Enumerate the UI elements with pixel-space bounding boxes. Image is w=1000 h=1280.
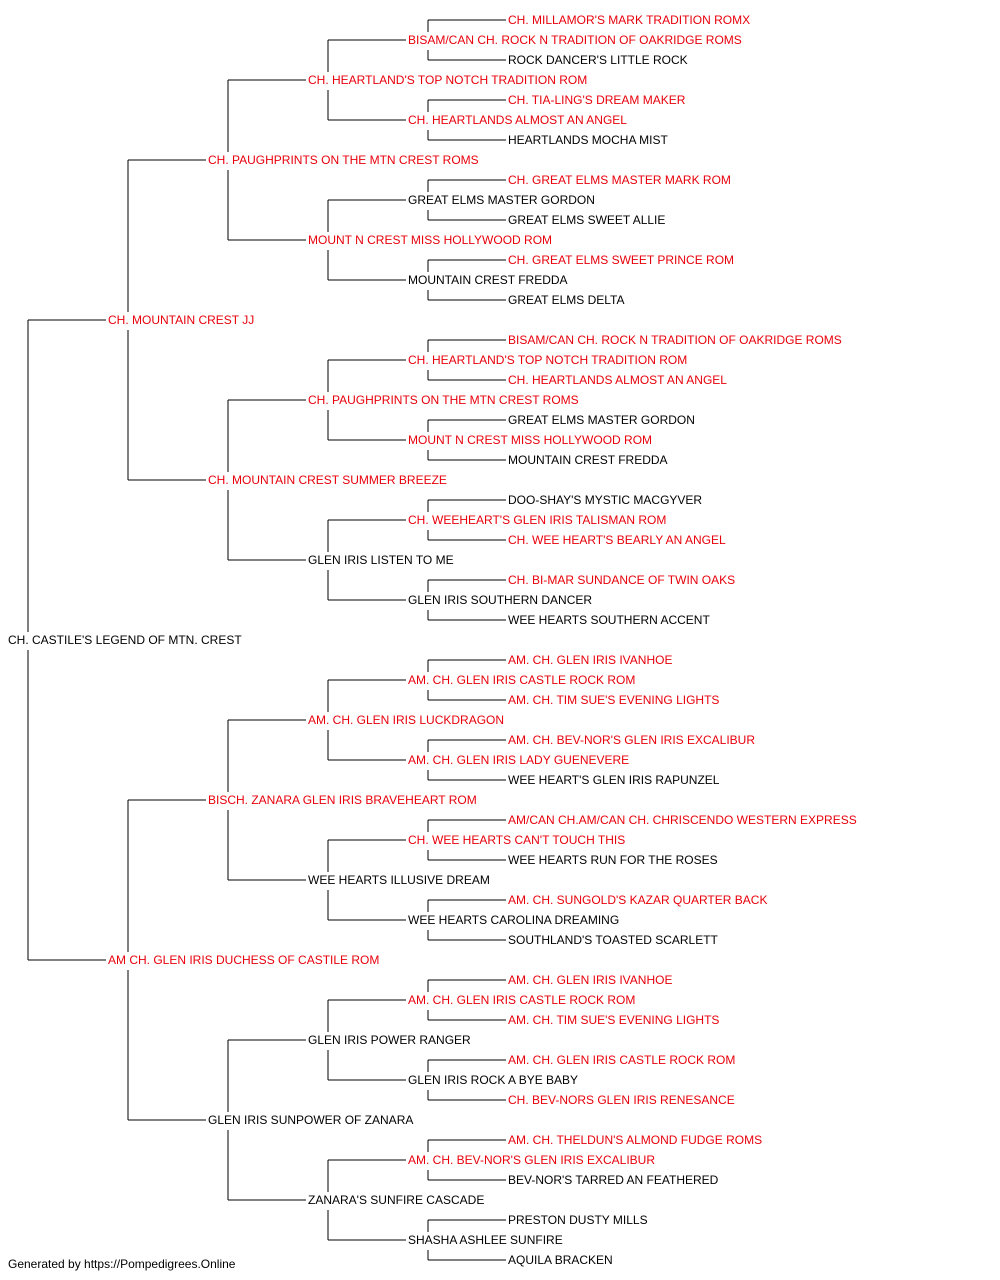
ancestor-name: MOUNTAIN CREST FREDDA [508, 453, 668, 467]
ancestor-name: WEE HEART'S GLEN IRIS RAPUNZEL [508, 773, 720, 787]
ancestor-name: GLEN IRIS LISTEN TO ME [308, 553, 454, 567]
ancestor-name: AM/CAN CH.AM/CAN CH. CHRISCENDO WESTERN … [508, 813, 857, 827]
ancestor-name: AM. CH. GLEN IRIS LADY GUENEVERE [408, 753, 629, 767]
ancestor-name: CH. WEE HEARTS CAN'T TOUCH THIS [408, 833, 625, 847]
ancestor-name: GLEN IRIS ROCK A BYE BABY [408, 1073, 578, 1087]
ancestor-name: CH. GREAT ELMS SWEET PRINCE ROM [508, 253, 734, 267]
ancestor-name: MOUNT N CREST MISS HOLLYWOOD ROM [408, 433, 652, 447]
ancestor-name: CH. WEEHEART'S GLEN IRIS TALISMAN ROM [408, 513, 666, 527]
ancestor-name: WEE HEARTS CAROLINA DREAMING [408, 913, 619, 927]
generated-by-footer: Generated by https://Pompedigrees.Online [8, 1257, 236, 1271]
ancestor-name: AM. CH. GLEN IRIS IVANHOE [508, 973, 672, 987]
ancestor-name: GREAT ELMS DELTA [508, 293, 624, 307]
ancestor-name: CH. HEARTLAND'S TOP NOTCH TRADITION ROM [308, 73, 587, 87]
ancestor-name: CH. HEARTLANDS ALMOST AN ANGEL [508, 373, 727, 387]
ancestor-name: AM. CH. GLEN IRIS CASTLE ROCK ROM [508, 1053, 735, 1067]
ancestor-name: ZANARA'S SUNFIRE CASCADE [308, 1193, 484, 1207]
ancestor-name: BISAM/CAN CH. ROCK N TRADITION OF OAKRID… [508, 333, 842, 347]
ancestor-name: AQUILA BRACKEN [508, 1253, 613, 1267]
ancestor-name: AM. CH. GLEN IRIS CASTLE ROCK ROM [408, 673, 635, 687]
ancestor-name: BEV-NOR'S TARRED AN FEATHERED [508, 1173, 719, 1187]
ancestor-name: AM. CH. SUNGOLD'S KAZAR QUARTER BACK [508, 893, 767, 907]
ancestor-name: GLEN IRIS POWER RANGER [308, 1033, 471, 1047]
ancestor-name: CH. MILLAMOR'S MARK TRADITION ROMX [508, 13, 750, 27]
ancestor-name: MOUNT N CREST MISS HOLLYWOOD ROM [308, 233, 552, 247]
ancestor-name: AM. CH. BEV-NOR'S GLEN IRIS EXCALIBUR [408, 1153, 655, 1167]
ancestor-name: CH. TIA-LING'S DREAM MAKER [508, 93, 686, 107]
ancestor-name: AM. CH. THELDUN'S ALMOND FUDGE ROMS [508, 1133, 762, 1147]
ancestor-name: AM CH. GLEN IRIS DUCHESS OF CASTILE ROM [108, 953, 379, 967]
ancestor-name: SHASHA ASHLEE SUNFIRE [408, 1233, 563, 1247]
ancestor-name: CH. PAUGHPRINTS ON THE MTN CREST ROMS [308, 393, 579, 407]
ancestor-name: DOO-SHAY'S MYSTIC MACGYVER [508, 493, 702, 507]
ancestor-name: CH. PAUGHPRINTS ON THE MTN CREST ROMS [208, 153, 479, 167]
ancestor-name: WEE HEARTS SOUTHERN ACCENT [508, 613, 710, 627]
ancestor-name: WEE HEARTS ILLUSIVE DREAM [308, 873, 490, 887]
ancestor-name: CH. GREAT ELMS MASTER MARK ROM [508, 173, 731, 187]
ancestor-name: CH. WEE HEART'S BEARLY AN ANGEL [508, 533, 726, 547]
ancestor-name: AM. CH. GLEN IRIS LUCKDRAGON [308, 713, 504, 727]
ancestor-name: ROCK DANCER'S LITTLE ROCK [508, 53, 688, 67]
ancestor-name: AM. CH. GLEN IRIS CASTLE ROCK ROM [408, 993, 635, 1007]
ancestor-name: CH. BEV-NORS GLEN IRIS RENESANCE [508, 1093, 735, 1107]
ancestor-name: SOUTHLAND'S TOASTED SCARLETT [508, 933, 719, 947]
ancestor-name: AM. CH. TIM SUE'S EVENING LIGHTS [508, 1013, 719, 1027]
ancestor-name: WEE HEARTS RUN FOR THE ROSES [508, 853, 718, 867]
ancestor-name: AM. CH. TIM SUE'S EVENING LIGHTS [508, 693, 719, 707]
ancestor-name: GREAT ELMS MASTER GORDON [508, 413, 695, 427]
ancestor-name: BISAM/CAN CH. ROCK N TRADITION OF OAKRID… [408, 33, 742, 47]
ancestor-name: CH. MOUNTAIN CREST SUMMER BREEZE [208, 473, 447, 487]
ancestor-name: GLEN IRIS SOUTHERN DANCER [408, 593, 592, 607]
ancestor-name: HEARTLANDS MOCHA MIST [508, 133, 668, 147]
ancestor-name: CH. CASTILE'S LEGEND OF MTN. CREST [8, 633, 242, 647]
ancestor-name: BISCH. ZANARA GLEN IRIS BRAVEHEART ROM [208, 793, 477, 807]
ancestor-name: CH. HEARTLANDS ALMOST AN ANGEL [408, 113, 627, 127]
ancestor-name: MOUNTAIN CREST FREDDA [408, 273, 568, 287]
ancestor-name: GLEN IRIS SUNPOWER OF ZANARA [208, 1113, 413, 1127]
ancestor-name: GREAT ELMS MASTER GORDON [408, 193, 595, 207]
ancestor-name: GREAT ELMS SWEET ALLIE [508, 213, 665, 227]
ancestor-name: CH. MOUNTAIN CREST JJ [108, 313, 254, 327]
ancestor-name: PRESTON DUSTY MILLS [508, 1213, 648, 1227]
ancestor-name: CH. BI-MAR SUNDANCE OF TWIN OAKS [508, 573, 735, 587]
ancestor-name: AM. CH. GLEN IRIS IVANHOE [508, 653, 672, 667]
ancestor-name: AM. CH. BEV-NOR'S GLEN IRIS EXCALIBUR [508, 733, 755, 747]
ancestor-name: CH. HEARTLAND'S TOP NOTCH TRADITION ROM [408, 353, 687, 367]
